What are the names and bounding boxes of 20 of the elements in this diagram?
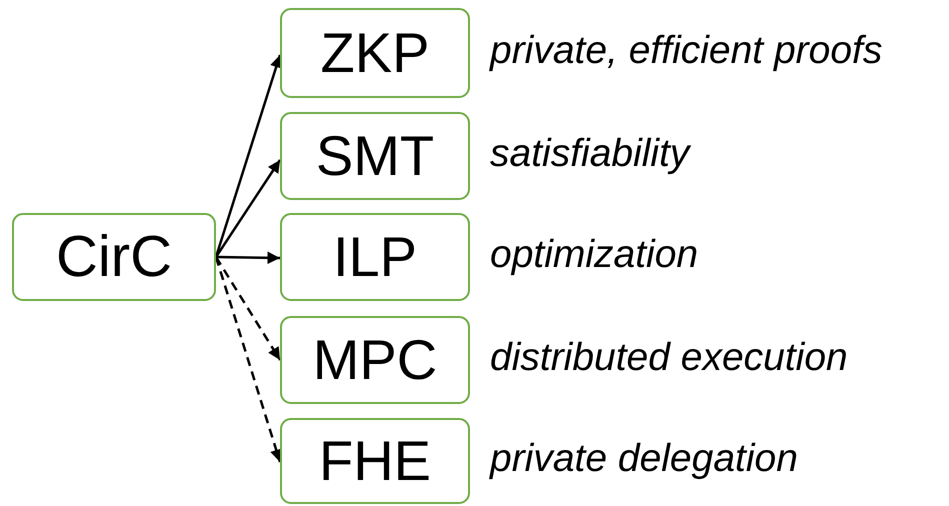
arrow bbox=[216, 252, 280, 264]
process-box bbox=[280, 418, 470, 504]
description-text: optimization bbox=[490, 235, 698, 274]
box-label: FHE bbox=[319, 433, 431, 489]
process-box bbox=[280, 316, 470, 404]
box-label: SMT bbox=[316, 128, 434, 184]
arrow bbox=[214, 159, 282, 258]
description-text: satisfiability bbox=[490, 134, 690, 173]
box-label: MPC bbox=[312, 332, 438, 388]
description-text: distributed execution bbox=[490, 338, 848, 377]
box-label: ZKP bbox=[320, 25, 430, 81]
process-box bbox=[280, 8, 470, 98]
description-text: private, efficient proofs bbox=[490, 31, 882, 70]
arrow bbox=[214, 256, 282, 361]
process-box bbox=[280, 213, 470, 301]
box-label: ILP bbox=[332, 229, 418, 285]
process-box bbox=[12, 213, 216, 301]
box-label: CirC bbox=[56, 228, 172, 286]
process-box bbox=[280, 112, 470, 200]
description-text: private delegation bbox=[490, 439, 798, 478]
